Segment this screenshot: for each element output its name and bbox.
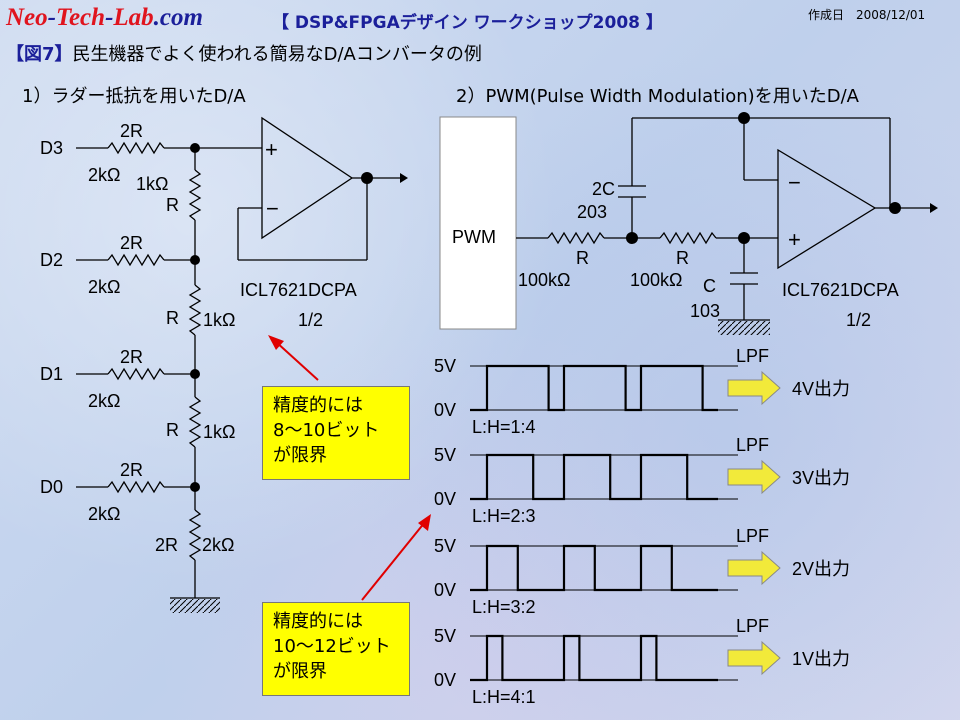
ladder-ground-icon [170, 599, 220, 613]
pwm-ground-icon [718, 321, 770, 335]
wave-duty-ratio: L:H=2:3 [472, 506, 536, 526]
resistor-value-2k: 2kΩ [88, 277, 120, 297]
resistor-label-r: R [166, 308, 179, 328]
output-voltage-label: 1V出力 [792, 649, 850, 669]
creation-date: 作成日 2008/12/01 [808, 8, 926, 22]
opamp-minus-sign: − [266, 196, 279, 221]
resistor-label-2r: 2R [120, 233, 143, 253]
wave-label-5v: 5V [434, 356, 456, 376]
wave-label-0v: 0V [434, 580, 456, 600]
lpf-label: LPF [736, 435, 769, 455]
resistor-value-2k: 2kΩ [88, 504, 120, 524]
wave-label-0v: 0V [434, 489, 456, 509]
figure-title: 【図7】民生機器でよく使われる簡易なD/Aコンバータの例 [6, 40, 482, 66]
pwm-waveform-trace [470, 544, 718, 592]
figure-caption: 民生機器でよく使われる簡易なD/Aコンバータの例 [72, 44, 482, 65]
resistor-value-2k: 2kΩ [88, 165, 120, 185]
resistor-label-r: R [166, 195, 179, 215]
callout-arrows [268, 335, 431, 601]
output-voltage-label: 2V出力 [792, 559, 850, 579]
opamp-plus-sign: + [788, 227, 801, 252]
input-label-d1: D1 [40, 364, 63, 384]
figure-tag: 【図7】 [6, 44, 73, 65]
note-line: 8～10ビット [273, 420, 380, 441]
pwm-waveforms: 5V0VL:H=1:4LPF4V出力5V0VL:H=2:3LPF3V出力5V0V… [434, 346, 850, 707]
wave-label-0v: 0V [434, 400, 456, 420]
resistor-label-r: R [676, 248, 689, 268]
pwm-opamp-half: 1/2 [846, 310, 871, 330]
wave-duty-ratio: L:H=4:1 [472, 687, 536, 707]
cap-2c-label: 2C [592, 179, 615, 199]
pwm-filter-network [516, 117, 930, 321]
opamp-minus-sign: − [788, 170, 801, 195]
pwm-opamp-part: ICL7621DCPA [782, 280, 899, 300]
lpf-arrow-icon [727, 459, 781, 495]
resistor-value-1k: 1kΩ [203, 422, 235, 442]
resistor-value-2k: 2kΩ [88, 391, 120, 411]
wave-label-5v: 5V [434, 445, 456, 465]
pwm-label: PWM [452, 227, 496, 247]
resistor-value-1k: 1kΩ [203, 310, 235, 330]
cap-c-label: C [703, 276, 716, 296]
output-voltage-label: 4V出力 [792, 379, 850, 399]
note-line: が限界 [273, 661, 327, 682]
lpf-arrow-icon [727, 370, 781, 406]
cap-2c-value: 203 [577, 202, 607, 222]
input-label-d0: D0 [40, 477, 63, 497]
resistor-value-2k: 2kΩ [202, 535, 234, 555]
ladder-subtitle: 1）ラダー抵抗を用いたD/A [22, 86, 246, 107]
wave-duty-ratio: L:H=3:2 [472, 597, 536, 617]
cap-c-value: 103 [690, 301, 720, 321]
pwm-subtitle: 2）PWM(Pulse Width Modulation)を用いたD/A [456, 86, 859, 107]
input-label-d3: D3 [40, 138, 63, 158]
workshop-title: 【 DSP&FPGAデザイン ワークショップ2008 】 [272, 13, 663, 33]
resistor-label-2r: 2R [120, 121, 143, 141]
note-line: 精度的には [273, 395, 363, 416]
output-voltage-label: 3V出力 [792, 468, 850, 488]
lpf-label: LPF [736, 616, 769, 636]
ladder-opamp-part: ICL7621DCPA [240, 280, 357, 300]
pwm-source-block [439, 116, 517, 330]
lpf-arrow-icon [727, 640, 781, 676]
note-line: 10～12ビット [273, 636, 391, 657]
lpf-label: LPF [736, 346, 769, 366]
note-line: 精度的には [273, 611, 363, 632]
ladder-output-arrow-icon [400, 173, 408, 183]
resistor-label-r: R [576, 248, 589, 268]
resistor-value-100k: 100kΩ [518, 270, 571, 290]
resistor-value-100k: 100kΩ [630, 270, 683, 290]
resistor-label-2r: 2R [155, 535, 178, 555]
pwm-output-arrow-icon [930, 203, 938, 213]
pwm-junction-dots [626, 112, 901, 244]
lpf-label: LPF [736, 526, 769, 546]
resistor-label-2r: 2R [120, 460, 143, 480]
note-line: が限界 [273, 445, 327, 466]
pwm-waveform-trace [470, 364, 718, 412]
ladder-junction-dots [190, 143, 373, 492]
wave-duty-ratio: L:H=1:4 [472, 417, 536, 437]
ladder-opamp-half: 1/2 [298, 310, 323, 330]
wave-label-5v: 5V [434, 536, 456, 556]
resistor-value-1k: 1kΩ [136, 174, 168, 194]
opamp-plus-sign: + [265, 137, 278, 162]
resistor-label-r: R [166, 420, 179, 440]
precision-note-ladder: 精度的には 8～10ビット が限界 [262, 386, 410, 480]
pwm-waveform-trace [470, 453, 718, 501]
resistor-label-2r: 2R [120, 347, 143, 367]
wave-label-5v: 5V [434, 626, 456, 646]
precision-note-pwm: 精度的には 10～12ビット が限界 [262, 602, 410, 696]
brand-logo: Neo-Tech-Lab.com [6, 4, 203, 31]
wave-label-0v: 0V [434, 670, 456, 690]
lpf-arrow-icon [727, 550, 781, 586]
input-label-d2: D2 [40, 250, 63, 270]
pwm-waveform-trace [470, 634, 718, 682]
